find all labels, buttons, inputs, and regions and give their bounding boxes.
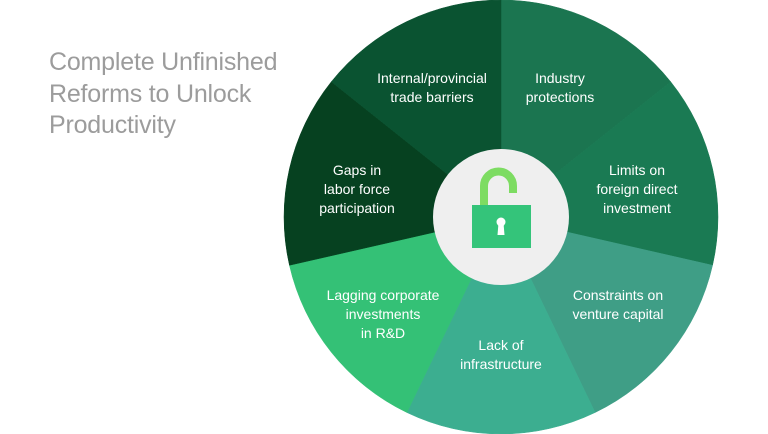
label-line: in R&D [360,325,406,341]
label-line: Gaps in [332,162,382,178]
keyhole-slot [497,223,505,235]
label-line: investments [345,306,421,322]
unlocked-padlock-icon [472,167,531,248]
label-line: Industry [535,70,585,86]
label-line: infrastructure [460,356,542,372]
label-line: Constraints on [572,287,664,303]
label-line: investment [603,200,671,216]
label-line: Limits on [608,162,666,178]
label-line: protections [525,89,595,105]
label-line: Lack of [478,337,524,353]
segment-label-infrastructure: Lack of infrastructure [460,336,542,374]
label-line: venture capital [572,306,664,322]
label-line: foreign direct [596,181,678,197]
segment-label-labor-force: Gaps in labor force participation [319,161,395,218]
label-line: participation [319,200,395,216]
wedge-segment [289,216,502,413]
wedge-segment [500,0,672,218]
segment-label-venture-capital: Constraints on venture capital [572,286,663,324]
title-line: Complete Unfinished [49,48,278,76]
segment-label-corporate-rd: Lagging corporate investments in R&D [327,286,440,343]
title-line: Reforms to Unlock [49,79,252,108]
page-title: Complete Unfinished Reforms to Unlock Pr… [49,47,277,142]
title-line: Productivity [49,111,176,139]
label-line: Internal/provincial [377,70,487,86]
wedge-segment [500,216,713,413]
label-line: labor force [323,181,391,197]
padlock-shackle [480,167,517,205]
segment-label-industry-protections: Industry protections [526,69,594,107]
label-line: Lagging corporate [326,287,440,303]
label-line: trade barriers [390,89,474,105]
wedge-segment [330,0,502,218]
segment-label-limits-fdi: Limits on foreign direct investment [597,161,678,218]
segment-label-trade-barriers: Internal/provincial trade barriers [377,69,487,107]
